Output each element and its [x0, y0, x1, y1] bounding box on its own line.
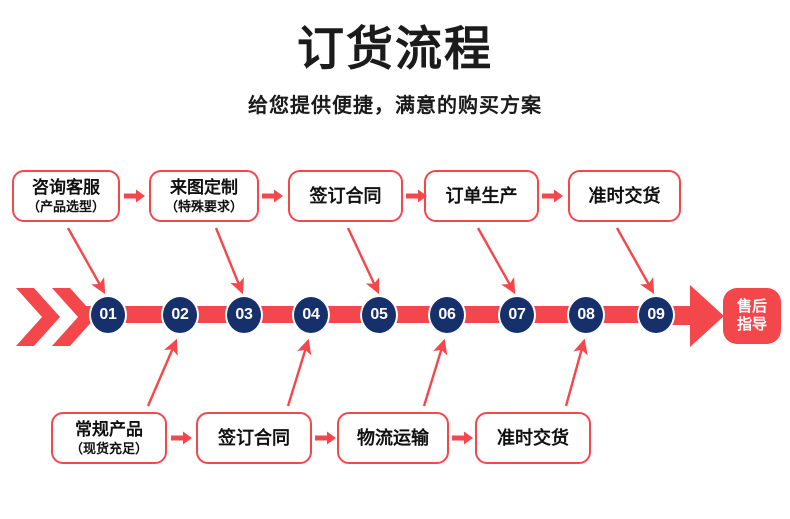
link-bottom1-to-node02: [146, 338, 178, 407]
bottom-step-box-3[interactable]: 物流运输: [337, 412, 449, 464]
top-step-3-line1: 签订合同: [309, 186, 382, 206]
process-node-01[interactable]: 01: [91, 297, 125, 333]
bottom-step-box-2[interactable]: 签订合同: [196, 412, 312, 464]
spine-head-arrow-icon: [664, 285, 724, 347]
top-connector-arrow-1: [124, 189, 145, 203]
process-node-06[interactable]: 06: [430, 297, 464, 333]
top-step-5-line1: 准时交货: [588, 186, 661, 206]
process-node-05[interactable]: 05: [362, 297, 396, 333]
bottom-step-2-line1: 签订合同: [218, 428, 290, 448]
process-node-03[interactable]: 03: [227, 297, 261, 333]
bottom-step-box-1[interactable]: 常规产品 （现货充足）: [51, 412, 167, 464]
top-connector-arrow-3: [406, 189, 427, 203]
page-subtitle: 给您提供便捷，满意的购买方案: [248, 95, 542, 117]
bottom-connector-arrow-3: [452, 431, 473, 445]
top-step-1-line2: （产品选型）: [26, 198, 105, 214]
top-step-2-line2: （特殊要求）: [164, 198, 243, 214]
process-node-04[interactable]: 04: [294, 297, 328, 333]
top-connector-arrow-2: [262, 189, 283, 203]
top-step-2-line1: 来图定制: [170, 177, 238, 197]
bottom-connector-arrow-1: [171, 431, 192, 445]
link-top5-to-node09: [615, 227, 655, 295]
after-sales-badge-line1: 售后: [736, 298, 767, 315]
bottom-step-4-line1: 准时交货: [497, 428, 569, 448]
after-sales-badge[interactable]: 售后 指导: [723, 288, 781, 344]
process-node-02[interactable]: 02: [163, 297, 197, 333]
page-title: 订货流程: [297, 22, 493, 75]
bottom-step-1-line1: 常规产品: [75, 419, 143, 439]
process-node-09[interactable]: 09: [639, 297, 673, 333]
top-step-box-2[interactable]: 来图定制 （特殊要求）: [149, 170, 259, 222]
after-sales-badge-line2: 指导: [736, 316, 767, 333]
top-connector-arrow-4: [542, 189, 563, 203]
top-step-box-4[interactable]: 订单生产: [424, 170, 539, 222]
link-top2-to-node03: [214, 227, 245, 295]
link-top3-to-node05: [346, 227, 380, 295]
bottom-step-1-line2: （现货充足）: [69, 440, 148, 456]
top-step-1-line1: 咨询客服: [32, 177, 100, 197]
top-step-box-3[interactable]: 签订合同: [288, 170, 403, 222]
link-top1-to-node01: [66, 227, 106, 295]
process-node-08[interactable]: 08: [569, 297, 603, 333]
bottom-step-3-line1: 物流运输: [357, 428, 429, 448]
link-top4-to-node07: [476, 227, 516, 295]
link-bottom2-to-node04: [286, 338, 312, 407]
process-node-07[interactable]: 07: [500, 297, 534, 333]
top-step-4-line1: 订单生产: [445, 186, 518, 206]
bottom-step-box-4[interactable]: 准时交货: [475, 412, 591, 464]
link-bottom4-to-node08: [564, 338, 588, 407]
top-step-box-1[interactable]: 咨询客服 （产品选型）: [12, 170, 120, 222]
link-bottom3-to-node06: [422, 338, 448, 407]
top-step-box-5[interactable]: 准时交货: [568, 170, 681, 222]
bottom-connector-arrow-2: [315, 431, 336, 445]
